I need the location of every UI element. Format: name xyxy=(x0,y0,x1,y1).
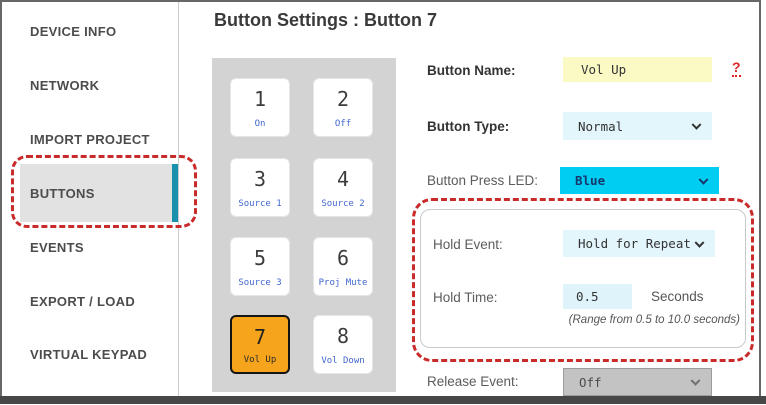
button-press-led-select[interactable]: Blue xyxy=(560,167,719,194)
keypad-button-6[interactable]: 6 Proj Mute xyxy=(313,237,373,296)
keypad-button-7-label: Vol Up xyxy=(243,355,277,365)
sidebar-item-export-load[interactable]: EXPORT / LOAD xyxy=(30,294,136,309)
keypad-button-8[interactable]: 8 Vol Down xyxy=(313,315,373,374)
page-title: Button Settings : Button 7 xyxy=(214,10,437,30)
keypad-button-8-number: 8 xyxy=(336,324,350,348)
keypad-button-5[interactable]: 5 Source 3 xyxy=(230,237,290,296)
keypad-button-1-number: 1 xyxy=(253,87,267,111)
hold-event-label: Hold Event: xyxy=(433,237,503,252)
button-name-label: Button Name: xyxy=(427,63,516,78)
button-type-label: Button Type: xyxy=(427,119,510,134)
chevron-down-icon xyxy=(691,119,702,130)
keypad-button-2-number: 2 xyxy=(336,87,350,111)
hold-time-range-note: (Range from 0.5 to 10.0 seconds) xyxy=(568,314,740,326)
sidebar-item-virtual-keypad[interactable]: VIRTUAL KEYPAD xyxy=(30,347,148,362)
chevron-down-icon xyxy=(698,174,709,185)
virtual-keypad-panel: 1 On 2 Off 3 Source 1 4 Source 2 5 Sourc… xyxy=(212,58,396,392)
help-question-icon[interactable]: ? xyxy=(732,59,741,77)
keypad-button-5-label: Source 3 xyxy=(238,278,282,288)
release-event-label: Release Event: xyxy=(427,374,519,389)
hold-time-unit: Seconds xyxy=(651,289,704,304)
keypad-button-7-number: 7 xyxy=(253,325,267,349)
keypad-button-3-label: Source 1 xyxy=(238,199,282,209)
sidebar-item-network[interactable]: NETWORK xyxy=(30,78,100,93)
sidebar-item-import-project[interactable]: IMPORT PROJECT xyxy=(30,132,150,147)
sidebar-item-device-info[interactable]: DEVICE INFO xyxy=(30,24,117,39)
button-press-led-value: Blue xyxy=(575,173,606,188)
keypad-button-1-label: On xyxy=(254,119,266,129)
sidebar-item-events[interactable]: EVENTS xyxy=(30,240,84,255)
active-indicator-bar xyxy=(172,164,178,222)
window-bottom-edge xyxy=(0,396,766,404)
keypad-button-3[interactable]: 3 Source 1 xyxy=(230,158,290,217)
release-event-value: Off xyxy=(579,374,602,390)
keypad-button-2[interactable]: 2 Off xyxy=(313,78,373,137)
keypad-button-1[interactable]: 1 On xyxy=(230,78,290,137)
hold-time-label: Hold Time: xyxy=(433,290,498,305)
hold-time-input[interactable] xyxy=(563,284,632,309)
keypad-button-2-label: Off xyxy=(334,119,352,129)
chevron-down-icon xyxy=(694,237,705,248)
keypad-button-4-label: Source 2 xyxy=(321,199,365,209)
sidebar-item-buttons[interactable]: BUTTONS xyxy=(20,164,178,222)
keypad-button-8-label: Vol Down xyxy=(321,356,365,366)
button-press-led-label: Button Press LED: xyxy=(427,173,539,188)
hold-event-select[interactable]: Hold for Repeat xyxy=(563,230,715,257)
keypad-button-4[interactable]: 4 Source 2 xyxy=(313,158,373,217)
sidebar-divider xyxy=(178,2,179,396)
button-type-select[interactable]: Normal xyxy=(563,112,712,140)
release-event-select-disabled[interactable]: Off xyxy=(563,368,712,396)
keypad-button-4-number: 4 xyxy=(336,167,350,191)
sidebar-item-buttons-label: BUTTONS xyxy=(30,185,95,201)
hold-event-value: Hold for Repeat xyxy=(578,236,691,251)
keypad-button-6-number: 6 xyxy=(336,246,350,270)
button-name-input[interactable] xyxy=(563,57,712,82)
keypad-button-3-number: 3 xyxy=(253,167,267,191)
keypad-button-5-number: 5 xyxy=(253,246,267,270)
chevron-down-icon xyxy=(690,375,701,386)
button-type-value: Normal xyxy=(578,118,624,134)
keypad-button-7-selected[interactable]: 7 Vol Up xyxy=(230,315,290,374)
keypad-button-6-label: Proj Mute xyxy=(318,278,368,288)
